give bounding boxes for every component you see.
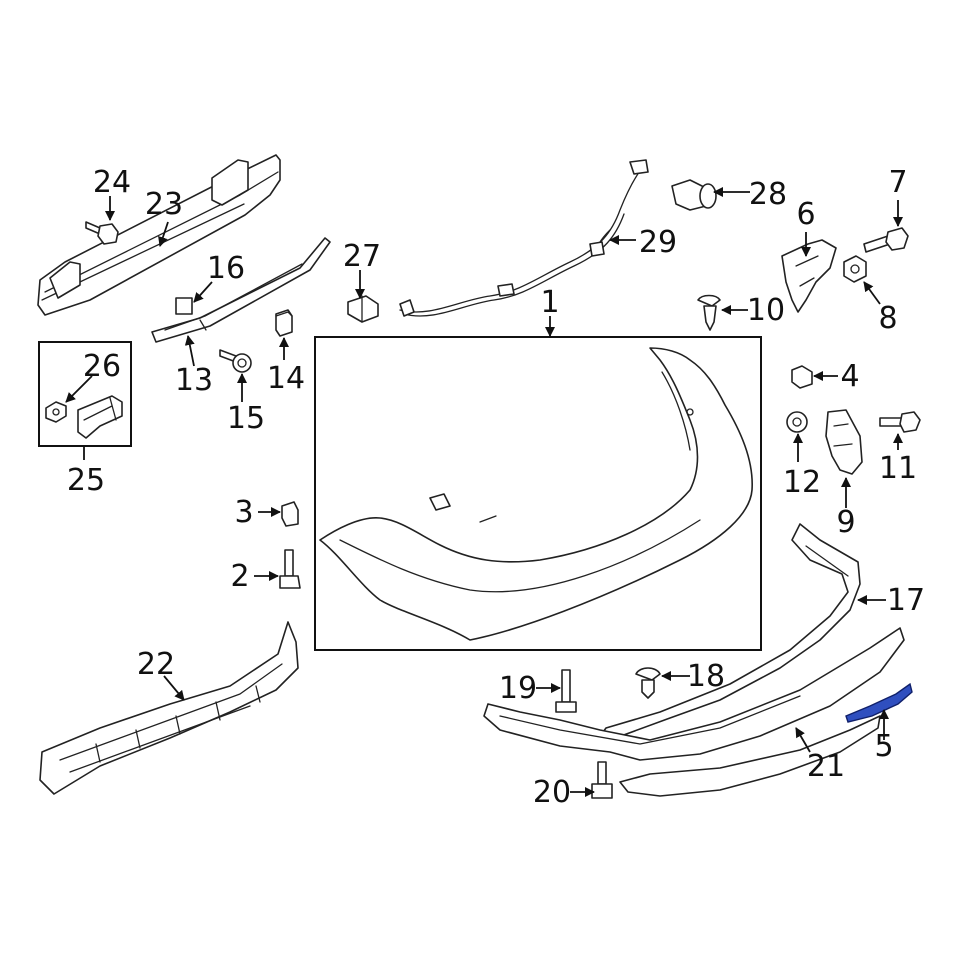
clip-3-part[interactable] bbox=[281, 501, 299, 527]
callout-12: 12 bbox=[783, 465, 821, 500]
callout-17: 17 bbox=[887, 583, 925, 618]
callout-24: 24 bbox=[93, 165, 131, 200]
callout-11: 11 bbox=[879, 451, 917, 486]
absorber-strip-part[interactable] bbox=[151, 237, 331, 343]
nut-26-part[interactable] bbox=[45, 401, 67, 423]
bumper-cover-part[interactable] bbox=[319, 347, 753, 641]
callout-4: 4 bbox=[840, 359, 859, 394]
bracket-25-part[interactable] bbox=[77, 395, 123, 439]
callout-16: 16 bbox=[207, 251, 245, 286]
bolt-11-part[interactable] bbox=[879, 411, 921, 433]
bolt-20-part[interactable] bbox=[591, 761, 613, 799]
callout-10: 10 bbox=[747, 293, 785, 328]
wiring-harness-part[interactable] bbox=[399, 159, 649, 317]
bumper-cover-box bbox=[314, 336, 762, 651]
callout-5: 5 bbox=[874, 729, 893, 764]
bolt-15-part[interactable] bbox=[219, 349, 252, 373]
bolt-2-part[interactable] bbox=[279, 549, 301, 589]
leader-lines bbox=[65, 187, 903, 797]
callout-2: 2 bbox=[230, 559, 249, 594]
callout-1: 1 bbox=[540, 285, 559, 320]
push-clip-18-part[interactable] bbox=[635, 667, 661, 699]
callout-18: 18 bbox=[687, 659, 725, 694]
bolt-24-part[interactable] bbox=[85, 221, 119, 245]
push-clip-10-part[interactable] bbox=[697, 294, 721, 331]
callout-13: 13 bbox=[175, 363, 213, 398]
reflector-strip-part[interactable] bbox=[845, 682, 913, 723]
diffuser-part[interactable] bbox=[483, 627, 905, 797]
callout-25: 25 bbox=[67, 463, 105, 498]
energy-absorber-part[interactable] bbox=[39, 621, 299, 795]
park-sensor-28-part[interactable] bbox=[671, 179, 717, 211]
bolt-7-part[interactable] bbox=[863, 227, 909, 253]
clip-14-part[interactable] bbox=[275, 309, 293, 337]
bracket-kit-box bbox=[38, 341, 132, 447]
callout-19: 19 bbox=[499, 671, 537, 706]
bracket-6-part[interactable] bbox=[781, 239, 837, 313]
callout-23: 23 bbox=[145, 187, 183, 222]
callout-3: 3 bbox=[234, 495, 253, 530]
callout-14: 14 bbox=[267, 361, 305, 396]
stud-19-part[interactable] bbox=[555, 669, 577, 713]
callout-7: 7 bbox=[888, 165, 907, 200]
callout-20: 20 bbox=[533, 775, 571, 810]
clip-4-part[interactable] bbox=[791, 365, 813, 389]
callout-9: 9 bbox=[836, 505, 855, 540]
callout-28: 28 bbox=[749, 177, 787, 212]
callout-8: 8 bbox=[878, 301, 897, 336]
callout-27: 27 bbox=[343, 239, 381, 274]
nut-12-part[interactable] bbox=[786, 411, 808, 433]
side-bracket-9-part[interactable] bbox=[825, 409, 863, 475]
sensor-27-part[interactable] bbox=[347, 295, 379, 323]
callout-15: 15 bbox=[227, 401, 265, 436]
callout-numbers: 1 2 3 4 5 6 7 8 9 10 11 12 13 14 15 16 1… bbox=[67, 165, 925, 810]
callout-22: 22 bbox=[137, 647, 175, 682]
callout-26: 26 bbox=[83, 349, 121, 384]
callout-29: 29 bbox=[639, 225, 677, 260]
callout-21: 21 bbox=[807, 749, 845, 784]
callout-6: 6 bbox=[796, 197, 815, 232]
nut-8-part[interactable] bbox=[843, 255, 867, 283]
impact-bar-part[interactable] bbox=[37, 154, 281, 316]
